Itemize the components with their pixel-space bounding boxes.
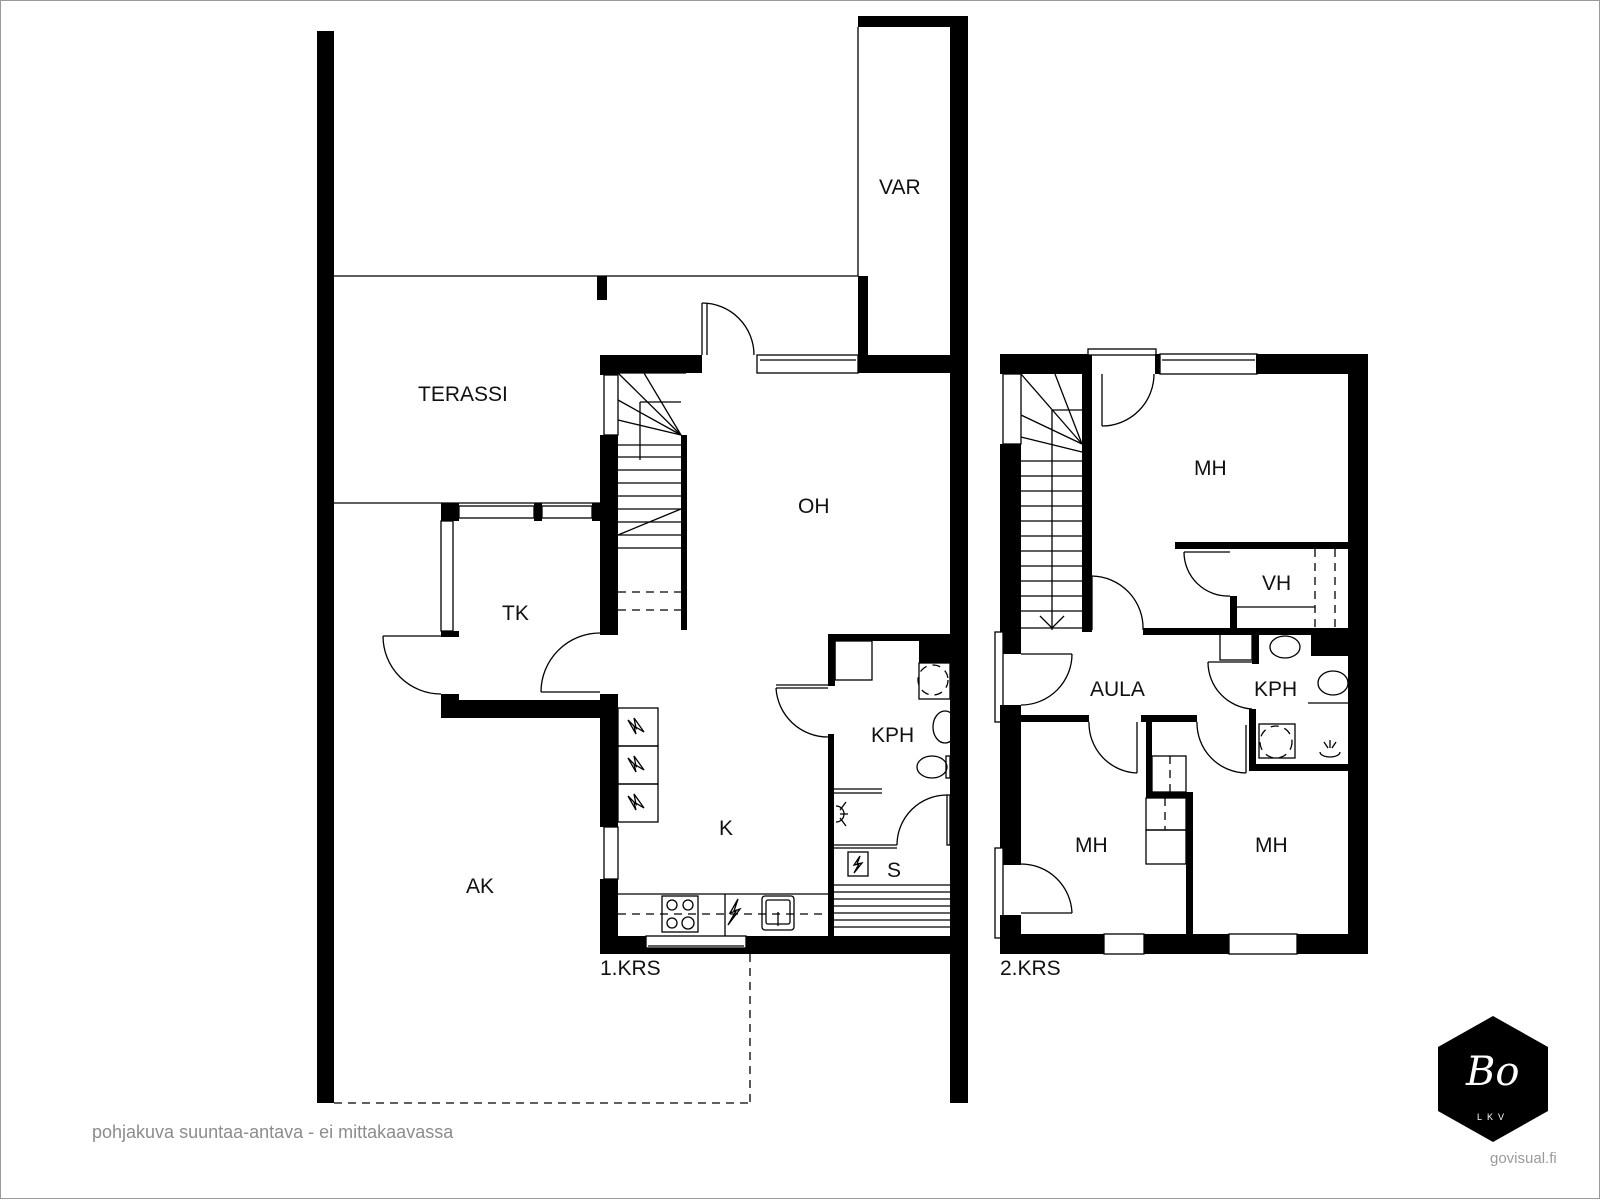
room-label-kph-2: KPH: [1254, 678, 1297, 701]
sauna-bench: [834, 884, 950, 928]
room-label-mh-right: MH: [1255, 834, 1288, 857]
room-label-mh-left: MH: [1075, 834, 1108, 857]
room-label-oh: OH: [798, 495, 830, 518]
room-label-ak: AK: [466, 875, 494, 898]
floor-label-2: 2.KRS: [1000, 957, 1061, 980]
room-label-var: VAR: [879, 176, 921, 199]
credit-text: govisual.fi: [1490, 1150, 1557, 1167]
room-label-aula: AULA: [1090, 678, 1145, 701]
room-label-s: S: [887, 859, 901, 882]
floor-label-1: 1.KRS: [600, 957, 661, 980]
kitchen-appliance-column: [617, 707, 659, 823]
room-label-k: K: [719, 817, 733, 840]
logo-subtitle: LKV: [1477, 1112, 1509, 1122]
room-label-kph-1: KPH: [871, 724, 914, 747]
floor-2-plan: [994, 348, 1368, 955]
floor-1-plan: [317, 16, 968, 1104]
kitchen-counter: [618, 893, 828, 936]
room-label-mh-top: MH: [1194, 457, 1227, 480]
logo-monogram: Bo: [1465, 1049, 1519, 1095]
bo-lkv-logo: Bo LKV: [1438, 1016, 1548, 1142]
staircase-floor-1: [617, 372, 687, 630]
staircase-floor-2: [1020, 373, 1092, 632]
room-label-tk: TK: [502, 602, 529, 625]
room-label-vh: VH: [1262, 572, 1291, 595]
scale-disclaimer: pohjakuva suuntaa-antava - ei mittakaava…: [92, 1122, 454, 1142]
room-label-terassi: TERASSI: [418, 383, 508, 406]
